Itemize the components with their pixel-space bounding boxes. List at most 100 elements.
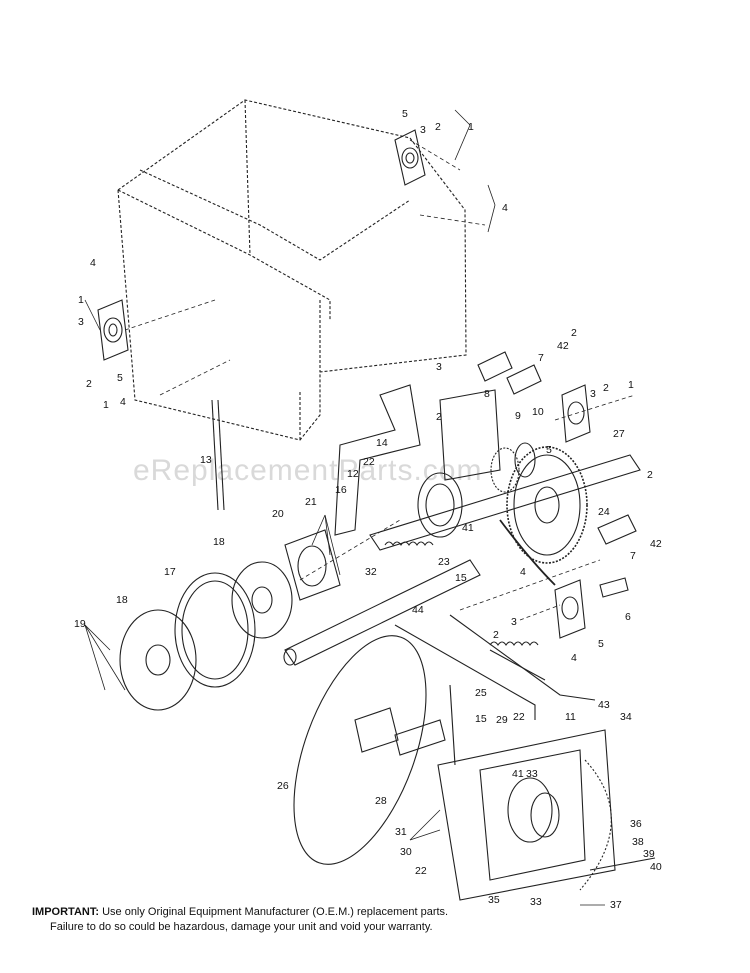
callout-13: 13	[200, 454, 212, 466]
callout-25: 25	[475, 687, 487, 699]
callout-18-upper: 18	[213, 536, 225, 548]
callout-1-right: 1	[628, 379, 634, 391]
callout-33-upper: 33	[526, 768, 538, 780]
callout-18-lower: 18	[116, 594, 128, 606]
callout-1-left: 1	[78, 294, 84, 306]
callout-2-left: 2	[86, 378, 92, 390]
small-gears	[490, 442, 536, 493]
bearing-flange-lower	[554, 579, 586, 639]
important-line2: Failure to do so could be hazardous, dam…	[50, 921, 433, 933]
callout-19: 19	[74, 618, 86, 630]
callout-22-bottom: 22	[415, 865, 427, 877]
callout-38: 38	[632, 836, 644, 848]
callout-36: 36	[630, 818, 642, 830]
shift-rod	[394, 614, 596, 766]
callout-37: 37	[610, 899, 622, 911]
watermark: eReplacementParts.com	[133, 454, 482, 487]
callout-26: 26	[277, 780, 289, 792]
callout-1-top: 1	[468, 121, 474, 133]
friction-wheel	[174, 572, 256, 688]
callout-2-top: 2	[435, 121, 441, 133]
callout-5-top: 5	[402, 108, 408, 120]
callout-14: 14	[376, 437, 388, 449]
callout-31: 31	[395, 826, 407, 838]
callout-3-top: 3	[420, 124, 426, 136]
callout-24: 24	[598, 506, 610, 518]
callout-23: 23	[438, 556, 450, 568]
springs	[384, 541, 539, 646]
callout-4-left2: 4	[120, 396, 126, 408]
callout-42-right: 42	[650, 538, 662, 550]
callout-27: 27	[613, 428, 625, 440]
bracket-upper	[334, 384, 501, 536]
callout-33-lower: 33	[530, 896, 542, 908]
hub-plate-inner	[231, 561, 293, 639]
callout-42-upper: 42	[557, 340, 569, 352]
callout-30: 30	[400, 846, 412, 858]
callout-4-left: 4	[90, 257, 96, 269]
frame-lower	[437, 729, 656, 901]
callout-2-right: 2	[603, 382, 609, 394]
bearing-flange-top	[394, 129, 426, 186]
callout-6: 6	[625, 611, 631, 623]
hub-plate	[119, 609, 197, 711]
callout-3-left: 3	[78, 316, 84, 328]
callout-8: 8	[484, 388, 490, 400]
callout-15-lower: 15	[475, 713, 487, 725]
callout-10: 10	[532, 406, 544, 418]
callout-41-upper: 41	[462, 522, 474, 534]
bearing-housing	[284, 529, 341, 601]
callout-32: 32	[365, 566, 377, 578]
callout-39: 39	[643, 848, 655, 860]
callout-4-top: 4	[502, 202, 508, 214]
callout-2-lower: 2	[493, 629, 499, 641]
callout-34: 34	[620, 711, 632, 723]
bearing-flange-right	[561, 384, 591, 443]
assembly-arrow	[499, 519, 556, 586]
spacers	[477, 351, 637, 598]
callout-4-lower2: 4	[571, 652, 577, 664]
leader-lines	[84, 109, 605, 906]
important-label: IMPORTANT:	[32, 906, 100, 918]
callout-7-lower: 7	[630, 550, 636, 562]
callout-28: 28	[375, 795, 387, 807]
callout-11: 11	[565, 711, 576, 723]
callout-3-mid: 3	[436, 361, 442, 373]
callout-2-far: 2	[647, 469, 653, 481]
hub-assembly	[417, 472, 463, 538]
callout-20: 20	[272, 508, 284, 520]
callout-2-mid: 2	[436, 411, 442, 423]
callout-4-lower: 4	[520, 566, 526, 578]
callout-7-upper: 7	[538, 352, 544, 364]
callout-22-lower: 22	[513, 711, 525, 723]
callout-1-left2: 1	[103, 399, 109, 411]
large-gear	[506, 446, 588, 564]
auger-housing	[117, 99, 467, 441]
callout-12: 12	[347, 468, 359, 480]
callout-3-right: 3	[590, 388, 596, 400]
drive-disc	[293, 635, 446, 865]
callout-43: 43	[598, 699, 610, 711]
callout-5-lower: 5	[598, 638, 604, 650]
shafts	[211, 399, 641, 666]
callout-29: 29	[496, 714, 508, 726]
callout-16: 16	[335, 484, 347, 496]
callout-15-upper: 15	[455, 572, 467, 584]
extension-lines	[124, 139, 636, 621]
callout-9: 9	[515, 410, 521, 422]
callout-22-upper: 22	[363, 456, 375, 468]
callout-35: 35	[488, 894, 500, 906]
callout-21: 21	[305, 496, 317, 508]
callout-17: 17	[164, 566, 176, 578]
bearing-flange-left	[97, 299, 129, 361]
important-notice: IMPORTANT: Use only Original Equipment M…	[32, 905, 732, 935]
callout-40: 40	[650, 861, 662, 873]
callout-2-upper: 2	[571, 327, 577, 339]
callout-5-left: 5	[117, 372, 123, 384]
callout-labels: 5 1 3 2 4 4 1 3 5 2 1 4 13 2 42 7 3 1 2 …	[74, 108, 662, 911]
callout-44: 44	[412, 604, 424, 616]
callout-5-right: 5	[546, 444, 552, 456]
callout-3-lower: 3	[511, 616, 517, 628]
important-line1: Use only Original Equipment Manufacturer…	[102, 906, 449, 918]
